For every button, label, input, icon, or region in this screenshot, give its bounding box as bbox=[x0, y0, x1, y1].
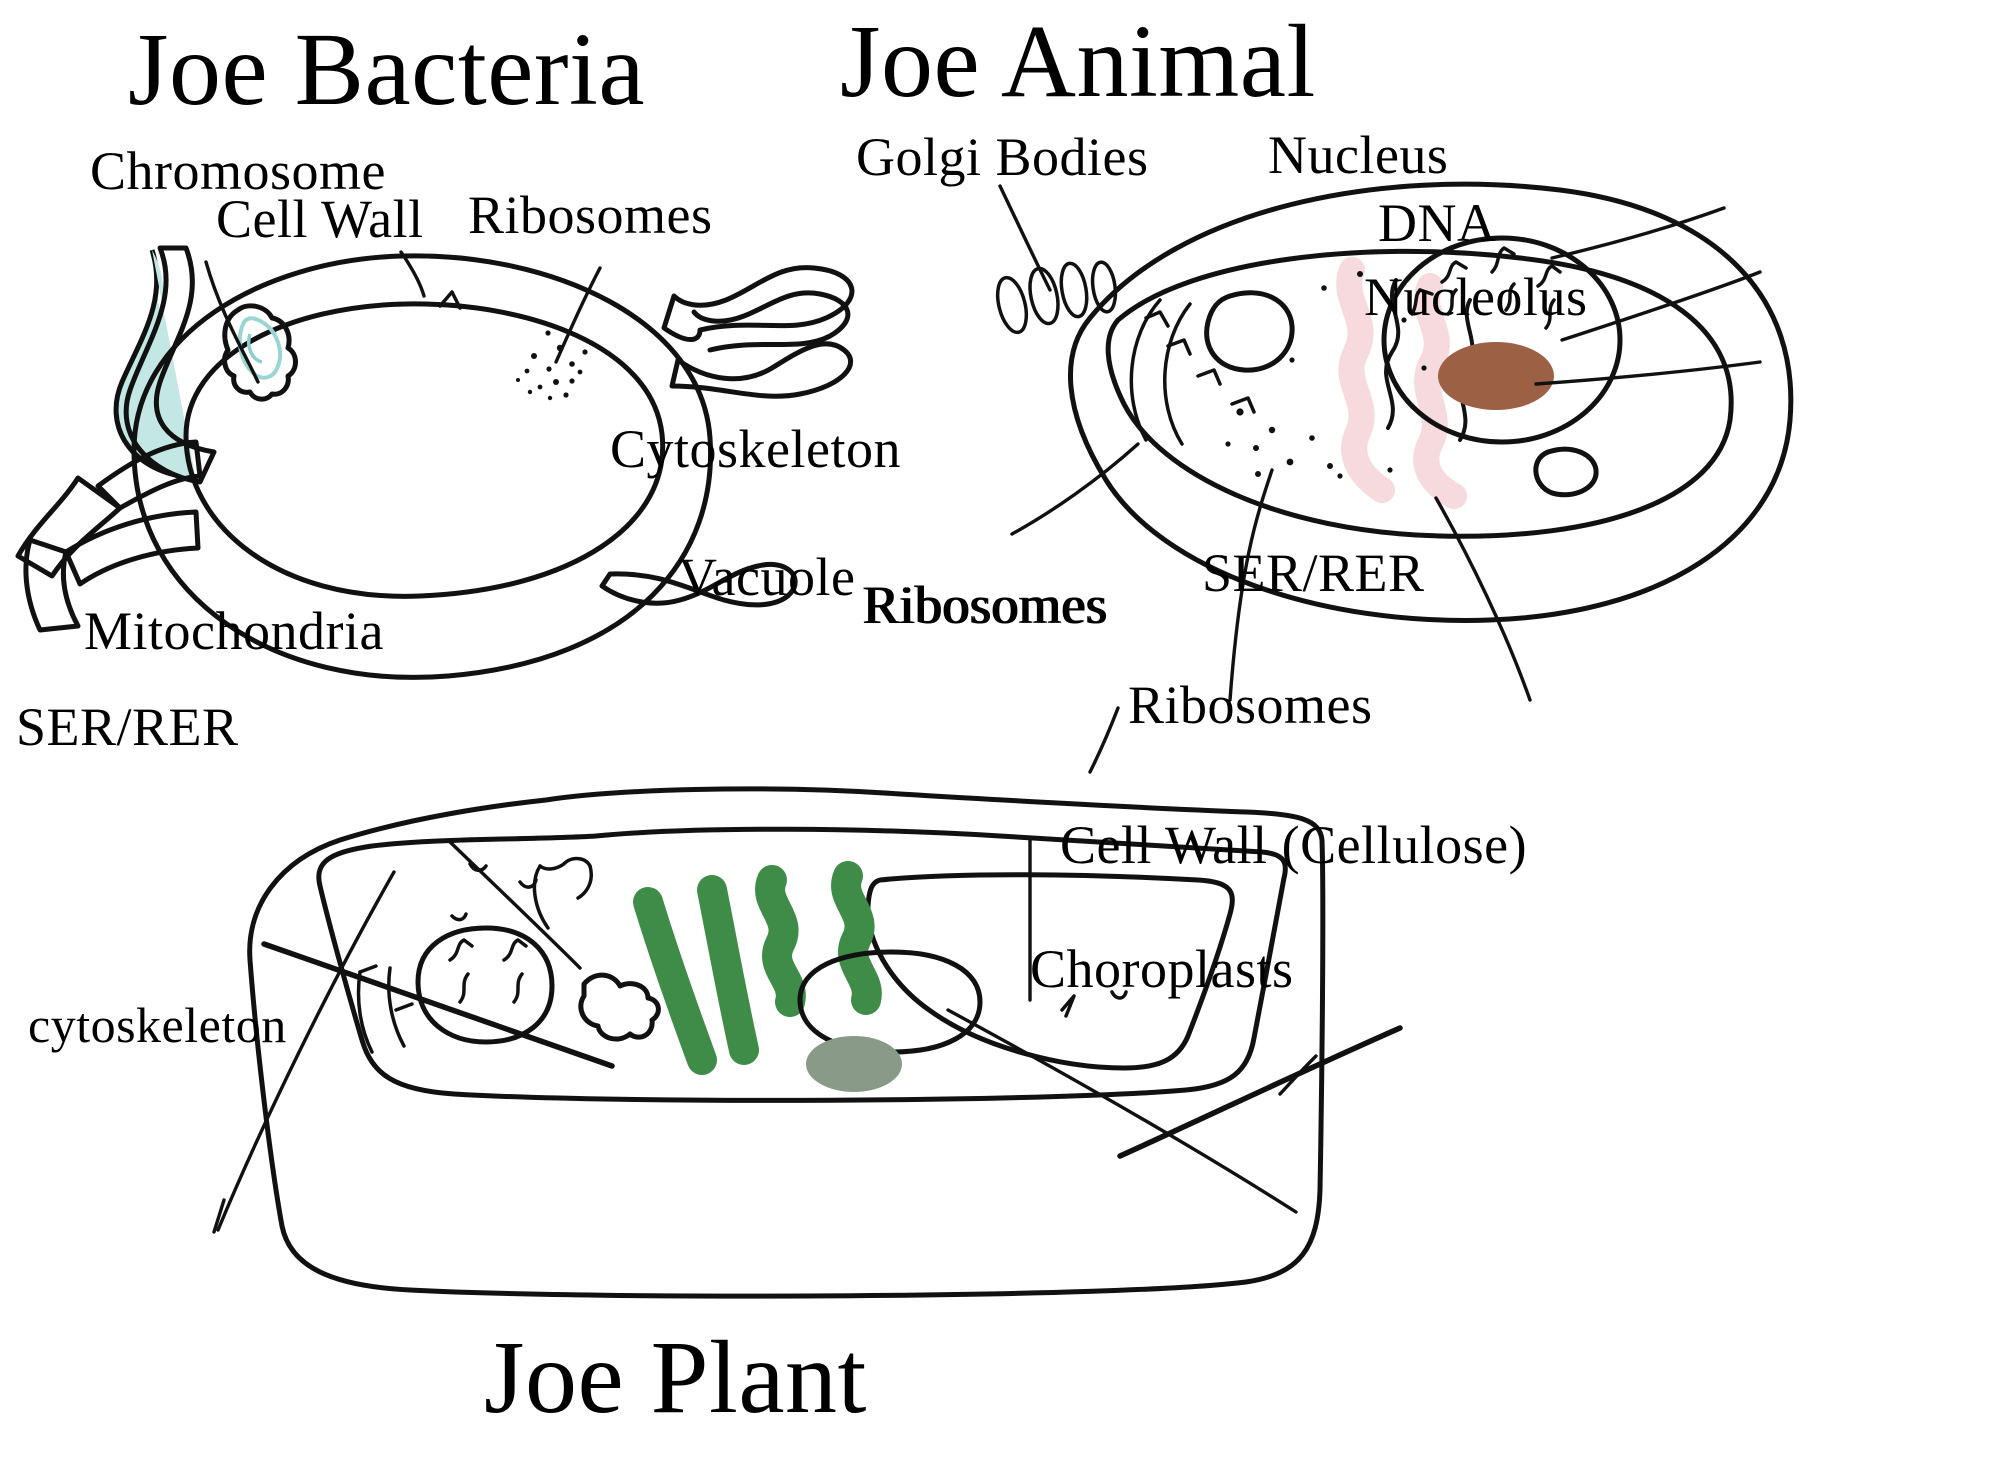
title-animal: Joe Animal bbox=[840, 4, 1316, 119]
plant-chloroplasts bbox=[633, 861, 882, 1075]
plant-small-marks bbox=[450, 862, 1128, 1018]
label-plant-cytoskeleton: cytoskeleton bbox=[28, 997, 287, 1053]
label-animal-cytoskeleton: Cytoskeleton bbox=[610, 419, 901, 479]
leader-chromosome bbox=[204, 260, 260, 384]
label-bacteria-cell-wall: Cell Wall bbox=[216, 189, 424, 249]
leader-ser-rer bbox=[1434, 496, 1532, 702]
animal-vesicle bbox=[1204, 290, 1295, 373]
plant-cell-group bbox=[212, 706, 1403, 1299]
label-animal-nucleolus: Nucleolus bbox=[1364, 267, 1588, 327]
animal-golgi-bodies bbox=[995, 260, 1118, 335]
leader-nucleolus bbox=[1534, 360, 1762, 386]
animal-ribosome-dots bbox=[1225, 271, 1427, 479]
label-plant-choroplasts: Choroplasts bbox=[1030, 939, 1294, 999]
label-plant-ribosomes-top: Ribosomes bbox=[864, 575, 1109, 635]
animal-membrane bbox=[1067, 181, 1794, 623]
bacteria-cell-wall bbox=[131, 253, 714, 680]
leader-ribosomes bbox=[554, 266, 602, 364]
label-plant-ser-rer: SER/RER bbox=[16, 697, 239, 757]
plant-grey-body bbox=[806, 1036, 902, 1092]
bacteria-ribosome-dots bbox=[516, 330, 588, 401]
label-animal-golgi-bodies: Golgi Bodies bbox=[856, 127, 1149, 187]
label-bacteria-chromosome: Chromosome bbox=[90, 141, 386, 201]
title-bacteria: Joe Bacteria bbox=[128, 12, 646, 127]
animal-small-organelle bbox=[1533, 446, 1599, 498]
title-plant: Joe Plant bbox=[484, 1320, 867, 1435]
animal-nucleolus bbox=[1438, 342, 1554, 410]
bacteria-cell-group bbox=[15, 245, 855, 680]
leader-plant-cytoskeleton-tick bbox=[212, 1198, 226, 1234]
animal-cytoplasm bbox=[1105, 248, 1734, 539]
leader-nucleus bbox=[1550, 206, 1726, 260]
label-animal-ribosomes: Ribosomes bbox=[862, 575, 1107, 635]
leader-cytoskeleton bbox=[1010, 442, 1140, 536]
label-bacteria-ribosomes: Ribosomes bbox=[468, 185, 713, 245]
plant-ser-rer bbox=[532, 856, 593, 930]
leader-plant-right-ribosomes bbox=[1117, 1025, 1403, 1159]
plant-nucleus bbox=[415, 925, 555, 1045]
plant-cell-wall bbox=[247, 786, 1326, 1299]
bacteria-chromosome bbox=[222, 303, 298, 402]
bacteria-cytoplasm bbox=[183, 301, 666, 599]
leader-dna bbox=[1560, 270, 1762, 342]
label-plant-cell-wall: Cell Wall (Cellulose) bbox=[1060, 815, 1528, 875]
leader-mitochondria bbox=[448, 840, 582, 970]
animal-nucleus bbox=[1381, 235, 1623, 445]
leader-choroplasts bbox=[946, 1008, 1298, 1214]
leader-plant-ser-rer bbox=[261, 941, 615, 1069]
animal-cell-group bbox=[995, 181, 1794, 702]
label-animal-nucleus: Nucleus bbox=[1268, 125, 1449, 185]
plant-cytoplasm bbox=[316, 826, 1288, 1103]
leader-plant-top-ribosomes bbox=[1088, 706, 1120, 774]
label-animal-ser-rer: SER/RER bbox=[1202, 543, 1425, 603]
leader-golgi bbox=[998, 184, 1052, 292]
plant-cytoskeleton-lines bbox=[356, 964, 414, 1054]
label-plant-ribosomes-right: Ribosomes bbox=[1128, 675, 1373, 735]
plant-organelle-amoeba bbox=[578, 972, 661, 1042]
plant-dna-marks bbox=[448, 938, 528, 1004]
label-plant-mitochondria: Mitochondria bbox=[84, 601, 384, 661]
leader-cell-wall bbox=[399, 250, 426, 298]
label-animal-dna: DNA bbox=[1378, 193, 1497, 253]
leader-animal-ribosomes bbox=[1228, 468, 1274, 702]
leader-plant-cytoskeleton bbox=[216, 870, 396, 1232]
animal-er-squiggles bbox=[1336, 257, 1467, 509]
animal-dna-marks bbox=[1410, 246, 1562, 330]
leader-plant-cell-wall bbox=[1278, 1054, 1318, 1096]
animal-cytoskeleton-strands bbox=[1129, 298, 1256, 446]
label-plant-vacuole: Vacuole bbox=[678, 547, 856, 607]
